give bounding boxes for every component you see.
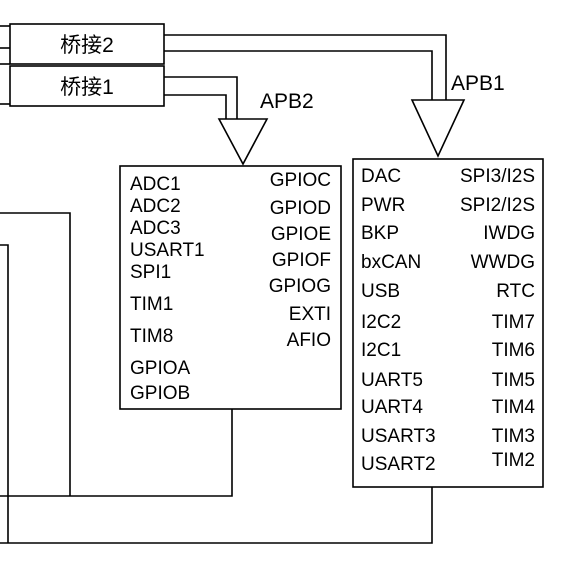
peripheral-label: GPIOC [270,170,331,191]
peripheral-label: I2C2 [361,312,401,333]
peripheral-label: USART2 [361,454,436,475]
peripheral-label: TIM8 [130,326,173,347]
peripheral-label: BKP [361,223,399,244]
peripheral-label: AFIO [287,330,331,351]
apb1-arrow [410,99,466,158]
peripheral-label: DAC [361,166,401,187]
peripheral-label: UART4 [361,397,423,418]
peripheral-label: GPIOD [270,198,331,219]
peripheral-label: UART5 [361,370,423,391]
apb2-ground-line [0,409,233,497]
apb2-arrow [217,118,269,166]
peripheral-label: USB [361,281,400,302]
peripheral-label: ADC1 [130,174,181,195]
bridge1-box [9,65,165,107]
peripheral-label: TIM1 [130,294,173,315]
peripheral-label: TIM2 [492,450,535,471]
peripheral-label: TIM5 [492,370,535,391]
apb2-left-column: ADC1 ADC2 ADC3 USART1 SPI1 TIM1 TIM8 GPI… [130,174,205,404]
peripheral-label: GPIOE [271,224,331,245]
peripheral-label: GPIOA [130,358,191,379]
peripheral-label: USART3 [361,426,436,447]
apb1-label: APB1 [451,72,505,95]
peripheral-label: ADC3 [130,218,181,239]
peripheral-label: USART1 [130,240,205,261]
left-frame-inner [0,244,9,543]
apb1-ground-line [0,487,433,544]
peripheral-label: GPIOF [272,250,331,271]
peripheral-label: TIM3 [492,426,535,447]
peripheral-label: WWDG [471,252,535,273]
apb1-right-column: SPI3/I2S SPI2/I2S IWDG WWDG RTC TIM7 TIM… [460,166,535,471]
peripheral-label: GPIOB [130,383,190,404]
bridge1-label: 桥接1 [60,76,114,99]
peripheral-label: RTC [496,281,535,302]
peripheral-label: ADC2 [130,196,181,217]
left-frame-outer [0,212,71,496]
apb2-label: APB2 [260,90,314,113]
apb2-path-inner [164,94,227,119]
apb1-left-column: DAC PWR BKP bxCAN USB I2C2 I2C1 UART5 UA… [361,166,436,475]
bridge2-label: 桥接2 [60,34,114,57]
peripheral-label: TIM4 [492,397,536,418]
peripheral-label: bxCAN [361,252,421,273]
peripheral-label: SPI3/I2S [460,166,535,187]
apb1-path-inner [164,50,433,100]
bridge2-box [9,23,165,65]
peripheral-label: TIM6 [492,340,535,361]
peripheral-label: SPI2/I2S [460,195,535,216]
peripheral-label: GPIOG [269,276,331,297]
peripheral-label: TIM7 [492,312,535,333]
apb2-box [119,165,342,410]
peripheral-label: IWDG [483,223,535,244]
apb1-path-outer [164,34,447,100]
apb2-right-column: GPIOC GPIOD GPIOE GPIOF GPIOG EXTI AFIO [269,170,331,351]
apb2-path-outer [164,76,238,119]
peripheral-label: SPI1 [130,262,171,283]
peripheral-label: EXTI [289,304,331,325]
peripheral-label: PWR [361,195,405,216]
apb1-box [352,158,544,488]
peripheral-label: I2C1 [361,340,401,361]
